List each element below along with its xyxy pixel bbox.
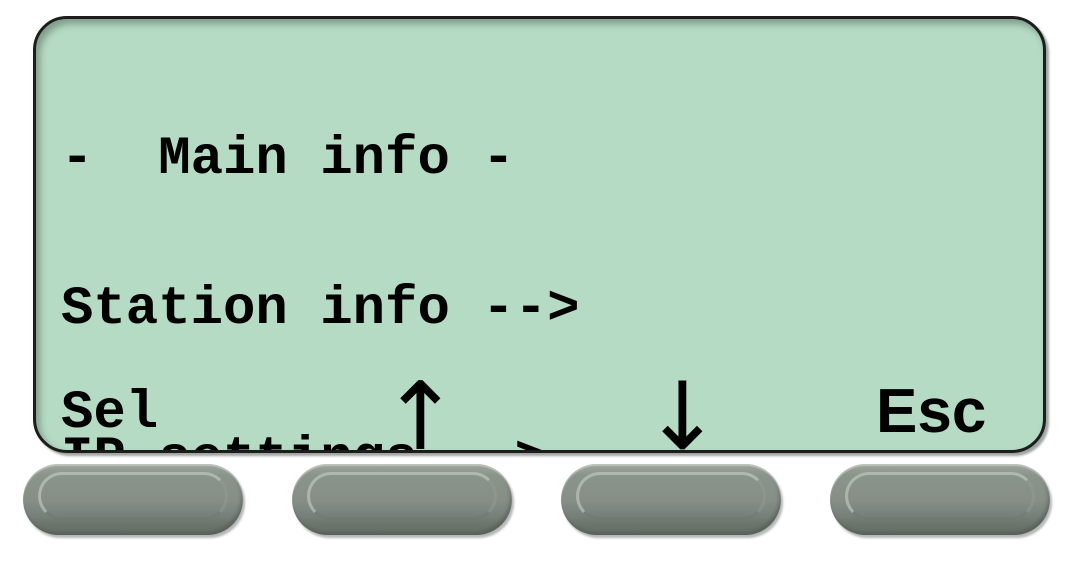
button-rim [576, 472, 766, 520]
button-rim [307, 472, 497, 520]
lcd-screen: - Main info - Station info --> IP settin… [33, 16, 1046, 453]
menu-item-station-info: Station info --> [61, 279, 580, 340]
menu-item-ip-settings: IP settings --> [61, 433, 612, 451]
esc-softkey-label: Esc [876, 377, 987, 446]
button-rim [38, 472, 228, 520]
softkey-button-sel[interactable] [23, 464, 243, 535]
softkey-button-down[interactable] [561, 464, 781, 535]
softkey-button-up[interactable] [292, 464, 512, 535]
sel-softkey-label: Sel [61, 383, 159, 444]
down-arrow-icon: ↓ [643, 363, 722, 453]
screen-title: - Main info - [61, 129, 515, 190]
softkey-button-esc[interactable] [830, 464, 1050, 535]
menu: - Main info - Station info --> IP settin… [61, 35, 612, 451]
up-arrow-icon: ↑ [381, 363, 460, 453]
button-rim [845, 472, 1035, 520]
